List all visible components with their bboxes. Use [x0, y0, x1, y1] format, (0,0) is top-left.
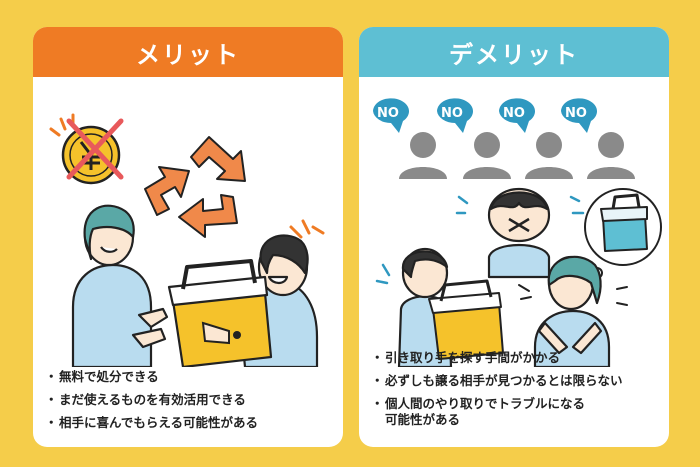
demerit-title: デメリット [359, 27, 669, 77]
speech-bubble-icon: NO [373, 98, 409, 133]
recycle-icon [144, 136, 246, 238]
merit-illustration [33, 77, 343, 367]
list-item: 個人間のやり取りでトラブルになる 可能性がある [371, 396, 659, 428]
merit-list: 無料で処分できる まだ使えるものを有効活用できる 相手に喜んでもらえる可能性があ… [45, 369, 333, 438]
demerit-illustration: NO NO NO NO [359, 77, 669, 367]
demerit-list: 引き取り手を探す手間がかかる 必ずしも譲る相手が見つかるとは限らない 個人間のや… [371, 350, 659, 435]
no-bubble-text: NO [565, 106, 587, 121]
yen-coin-icon [49, 113, 121, 185]
demerit-panel: デメリット NO NO NO NO [359, 27, 669, 447]
list-item: 引き取り手を探す手間がかかる [371, 350, 659, 366]
person-silhouette-icon [399, 132, 635, 179]
no-bubble-text: NO [503, 106, 525, 121]
speech-bubble-icon: NO [437, 98, 473, 133]
list-item-line: 可能性がある [385, 412, 461, 427]
cross-icon [66, 118, 124, 180]
list-item: 無料で処分できる [45, 369, 333, 385]
speech-bubble-icon: NO [499, 98, 535, 133]
cooler-box-icon [428, 279, 504, 360]
list-item: 必ずしも譲る相手が見つかるとは限らない [371, 373, 659, 389]
speech-bubble-icon: NO [561, 98, 597, 133]
list-item: 相手に喜んでもらえる可能性がある [45, 415, 333, 431]
cooler-box-icon [167, 259, 273, 367]
list-item-line: 個人間のやり取りでトラブルになる [385, 396, 586, 411]
merit-title: メリット [33, 27, 343, 77]
no-bubble-text: NO [377, 106, 399, 121]
merit-panel: メリット [33, 27, 343, 447]
woman-figure [71, 204, 169, 367]
confused-person-figure [487, 187, 551, 279]
cooler-box-icon [600, 193, 648, 252]
no-bubble-text: NO [441, 106, 463, 121]
list-item: まだ使えるものを有効活用できる [45, 392, 333, 408]
